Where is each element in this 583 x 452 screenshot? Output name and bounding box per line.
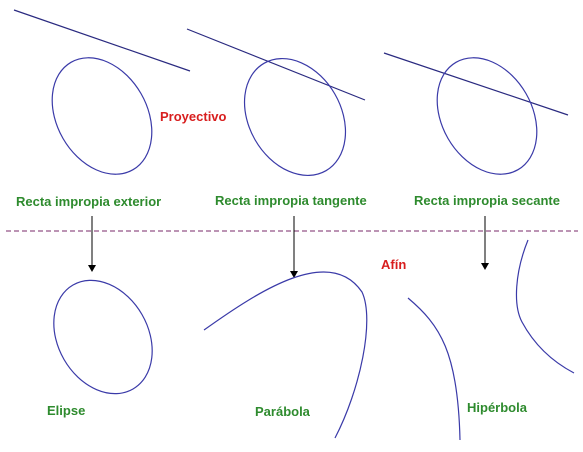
exterior-arrow-head [88, 265, 96, 272]
exterior-improper-line [13, 9, 191, 72]
secant-arrow-head [481, 263, 489, 270]
transition-arrows [88, 216, 489, 278]
ellipse-label: Elipse [47, 403, 85, 418]
affine-section: Afín Elipse Parábola Hipérbola [47, 239, 575, 441]
tangent-case-ellipse [243, 57, 347, 177]
parabola-curve [203, 271, 368, 439]
secant-line-label: Recta impropia secante [414, 193, 560, 208]
hyperbola-left-branch [407, 297, 461, 441]
projective-label: Proyectivo [160, 109, 227, 124]
exterior-line-label: Recta impropia exterior [16, 194, 161, 209]
exterior-case-ellipse [51, 57, 153, 175]
secant-case-ellipse [436, 57, 538, 175]
secant-improper-line [383, 52, 569, 116]
parabola-label: Parábola [255, 404, 311, 419]
hyperbola-right-branch [515, 239, 575, 374]
projective-section: Proyectivo Recta impropia exterior Recta… [13, 9, 569, 209]
hyperbola-label: Hipérbola [467, 400, 528, 415]
ellipse-curve [53, 279, 153, 395]
tangent-arrow-head [290, 271, 298, 278]
tangent-improper-line [186, 28, 366, 101]
tangent-line-label: Recta impropia tangente [215, 193, 367, 208]
affine-label: Afín [381, 257, 406, 272]
